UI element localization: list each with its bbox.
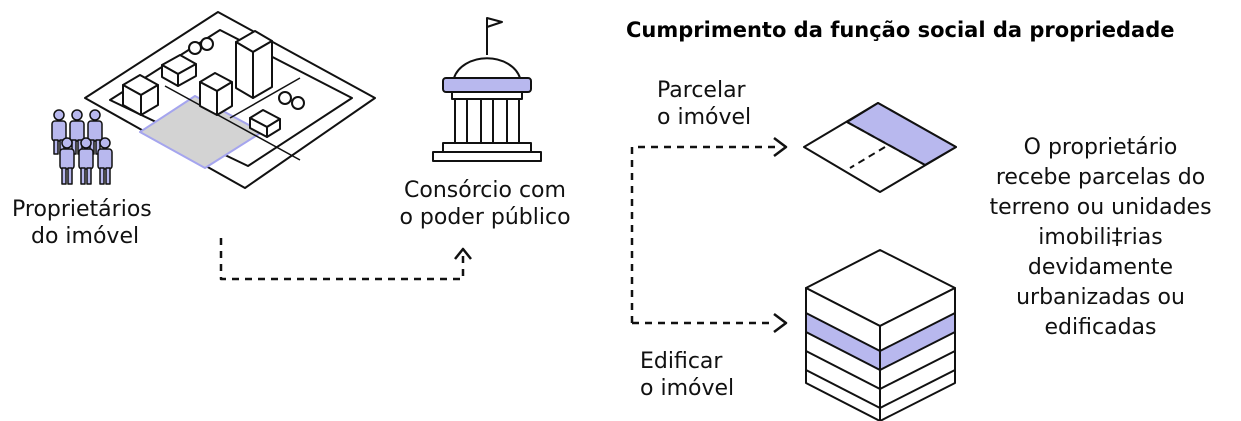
owners-label: Proprietários do imóvel — [12, 197, 152, 249]
arrowhead-right-bottom — [773, 313, 788, 333]
consortium-label: Consórcio com o poder público — [399, 178, 571, 230]
owners-group-icon — [51, 109, 113, 185]
subdivided-lot-icon — [803, 102, 957, 193]
owners-to-consortium-connector — [219, 238, 465, 281]
subdivide-label: Parcelar o imóvel — [657, 78, 752, 130]
stacked-units-icon — [805, 249, 956, 421]
result-text: O proprietário recebe parcelas do terren… — [989, 135, 1212, 340]
arrowhead-up — [454, 247, 472, 260]
arrowhead-right-top — [773, 137, 788, 157]
branch-connector — [630, 145, 775, 323]
build-label: Edificar o imóvel — [640, 349, 735, 401]
diagram-title: Cumprimento da função social da propried… — [626, 18, 1175, 42]
government-building-icon — [432, 17, 542, 162]
city-block-icon — [84, 11, 376, 189]
